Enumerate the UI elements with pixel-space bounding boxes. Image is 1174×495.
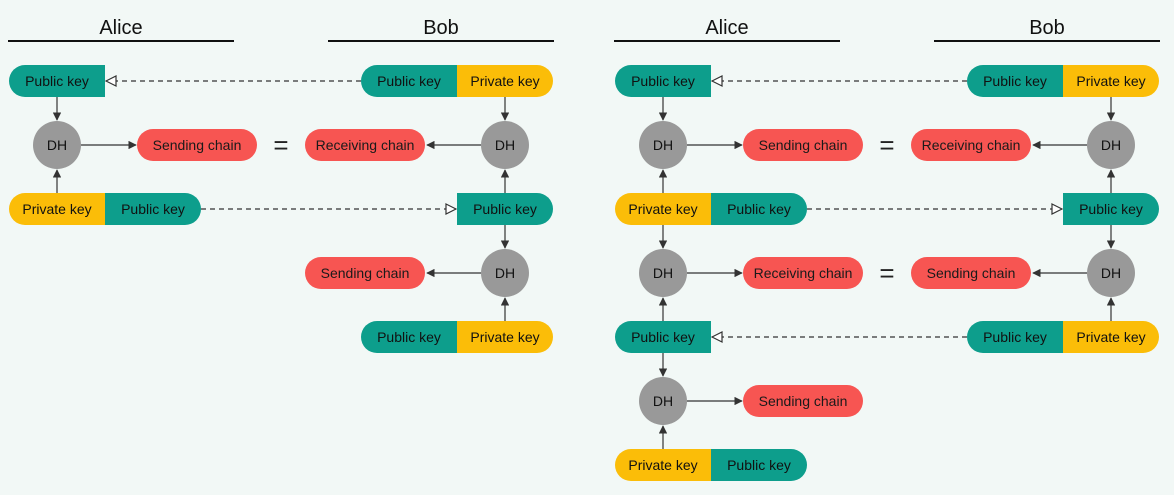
bob-header-right: Bob bbox=[1029, 17, 1065, 39]
alice-public-key-pair: Public key bbox=[105, 193, 201, 225]
alice-r-receiving-chain: Receiving chain bbox=[743, 257, 863, 289]
alice-r-public-key-2: Public key bbox=[615, 321, 711, 353]
alice-r-dh-node-2: DH bbox=[639, 249, 687, 297]
alice-r-dh-node-3: DH bbox=[639, 377, 687, 425]
bob-r-dh-node-2: DH bbox=[1087, 249, 1135, 297]
equals-sign-r1: = bbox=[879, 130, 895, 160]
alice-dh-node: DH bbox=[33, 121, 81, 169]
alice-header-left: Alice bbox=[99, 17, 143, 39]
alice-sending-chain: Sending chain bbox=[137, 129, 257, 161]
alice-r-sending-chain-2: Sending chain bbox=[743, 385, 863, 417]
alice-r-public-key: Public key bbox=[615, 65, 711, 97]
bob-public-key: Public key bbox=[361, 65, 457, 97]
bob-header-left: Bob bbox=[423, 17, 459, 39]
alice-r-private-key-1: Private key bbox=[615, 193, 711, 225]
bob-public-key-2: Public key bbox=[361, 321, 457, 353]
alice-header-right: Alice bbox=[705, 17, 749, 39]
bob-r-receiving-chain: Receiving chain bbox=[911, 129, 1031, 161]
bob-private-key: Private key bbox=[457, 65, 553, 97]
bob-r-private-key-2: Private key bbox=[1063, 321, 1159, 353]
alice-r-private-key-2: Private key bbox=[615, 449, 711, 481]
bob-r-public-key-1: Public key bbox=[967, 65, 1063, 97]
alice-private-key: Private key bbox=[9, 193, 105, 225]
bob-received-public-key: Public key bbox=[457, 193, 553, 225]
bob-dh-node-2: DH bbox=[481, 249, 529, 297]
bob-r-private-key-1: Private key bbox=[1063, 65, 1159, 97]
equals-sign-r2: = bbox=[879, 258, 895, 288]
alice-r-sending-chain-1: Sending chain bbox=[743, 129, 863, 161]
bob-sending-chain: Sending chain bbox=[305, 257, 425, 289]
alice-r-public-key-pair-1: Public key bbox=[711, 193, 807, 225]
bob-receiving-chain: Receiving chain bbox=[305, 129, 425, 161]
equals-sign: = bbox=[273, 130, 289, 160]
bob-r-sending-chain: Sending chain bbox=[911, 257, 1031, 289]
alice-r-dh-node-1: DH bbox=[639, 121, 687, 169]
bob-r-dh-node-1: DH bbox=[1087, 121, 1135, 169]
bob-dh-node: DH bbox=[481, 121, 529, 169]
bob-private-key-2: Private key bbox=[457, 321, 553, 353]
bob-r-received-public-key: Public key bbox=[1063, 193, 1159, 225]
bob-r-public-key-2: Public key bbox=[967, 321, 1063, 353]
alice-public-key: Public key bbox=[9, 65, 105, 97]
alice-r-public-key-pair-2: Public key bbox=[711, 449, 807, 481]
